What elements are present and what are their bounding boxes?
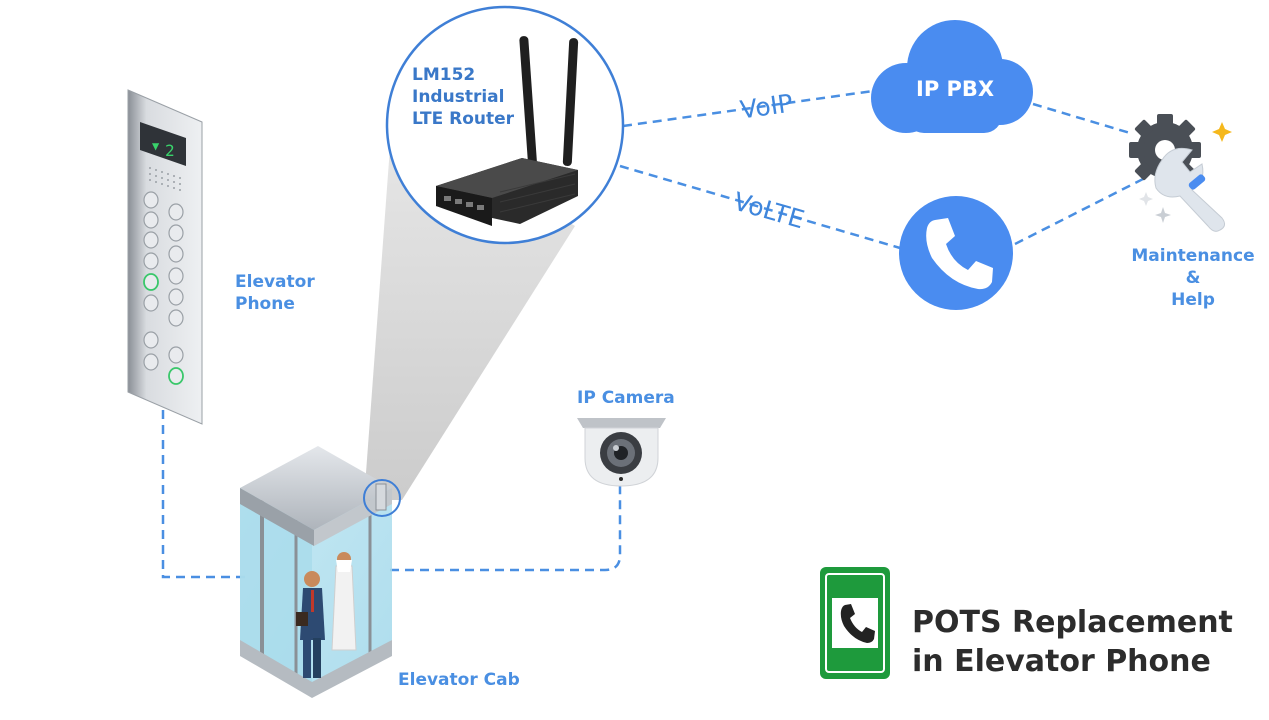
- sparkle-icon: [1212, 122, 1232, 142]
- ip-pbx-label: IP PBX: [916, 77, 995, 101]
- line-cab-to-camera: [390, 485, 622, 572]
- phone-handset-icon: [926, 218, 993, 290]
- line-pbx-to-maintenance: [1032, 102, 1131, 135]
- phone-handset-icon: [840, 604, 875, 643]
- sparkle-icon: [1139, 192, 1153, 206]
- router-bubble: [385, 5, 625, 245]
- ip-camera: [577, 418, 666, 487]
- elevator-phone-panel: ▼ 2: [127, 89, 203, 425]
- cloud-icon: [871, 20, 1033, 133]
- elevator-cab: [240, 446, 401, 698]
- panel-buttons: [143, 191, 184, 385]
- maintenance-icon: [1129, 114, 1232, 232]
- second-person: [331, 552, 357, 651]
- elevator-phone-label: Elevator Phone: [235, 272, 315, 314]
- line-router-to-pbx: [622, 88, 881, 128]
- ip-camera-label: IP Camera: [577, 388, 675, 408]
- businessman: [296, 571, 325, 678]
- volte-phone: [899, 196, 1013, 310]
- router-location-marker: [363, 479, 401, 517]
- elevator-cab-label: Elevator Cab: [398, 670, 520, 690]
- page-title: POTS Replacement in Elevator Phone: [912, 605, 1233, 679]
- wrench-icon: [1154, 147, 1226, 232]
- line-phone-to-maintenance: [1014, 176, 1146, 246]
- router-label: LM152 Industrial LTE Router: [412, 65, 515, 129]
- sparkle-icon: [1155, 207, 1171, 223]
- line-phone-to-cab: [161, 410, 245, 579]
- svg-text:▼: ▼: [152, 139, 160, 153]
- floor-display: 2: [165, 141, 175, 160]
- emergency-phone-sign: [820, 567, 890, 679]
- connection-lines: [161, 88, 1146, 579]
- line-router-to-phone: [619, 164, 901, 250]
- maintenance-label: Maintenance & Help: [1131, 246, 1255, 310]
